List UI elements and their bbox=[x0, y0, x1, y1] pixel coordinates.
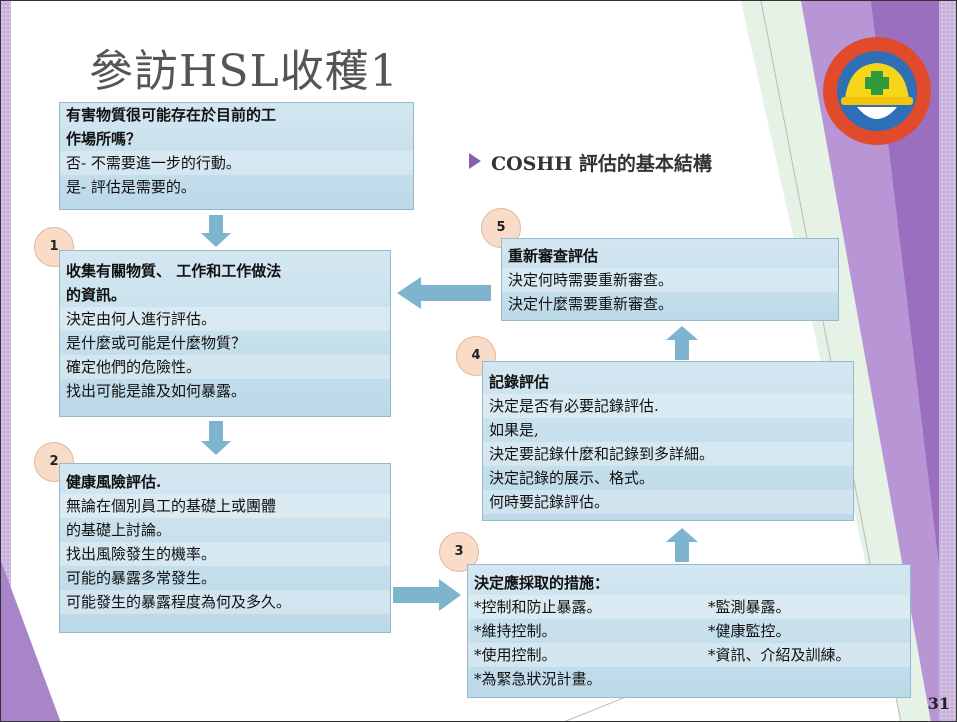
step3-row: *控制和防止暴露。 *監測暴露。 bbox=[468, 595, 910, 619]
step5-line: 決定何時需要重新審查。 bbox=[502, 268, 838, 292]
step3-item: *為緊急狀況計畫。 bbox=[474, 670, 602, 688]
step4-line: 決定是否有必要記錄評估. bbox=[483, 394, 853, 418]
step4-line: 記錄評估 bbox=[489, 373, 550, 391]
step2-line: 無論在個別員工的基礎上或團體 bbox=[60, 494, 390, 518]
step3-heading: 決定應採取的措施： bbox=[474, 574, 610, 592]
down-arrow-icon bbox=[201, 421, 231, 455]
left-arrow-icon bbox=[397, 277, 491, 309]
diagram-subtitle: COSHH 評估的基本結構 bbox=[491, 153, 712, 175]
page-number: 31 bbox=[927, 694, 950, 713]
step4-line: 決定記錄的展示、格式。 bbox=[489, 469, 655, 487]
step1-line: 確定他們的危險性。 bbox=[60, 355, 390, 379]
step2-line: 可能發生的暴露程度為何及多久。 bbox=[60, 590, 390, 614]
intro-line: 有害物質很可能存在於目前的工 bbox=[66, 106, 277, 124]
step4-line: 何時要記錄評估。 bbox=[483, 490, 853, 514]
up-arrow-icon bbox=[666, 528, 698, 562]
step3-box: 決定應採取的措施： *控制和防止暴露。 *監測暴露。 *維持控制。 *健康監控。… bbox=[467, 564, 911, 698]
step3-item: *控制和防止暴露。 bbox=[474, 598, 602, 616]
step3-row: *為緊急狀況計畫。 bbox=[468, 667, 910, 691]
step-number-badge: 1 bbox=[34, 227, 74, 267]
step2-line: 健康風險評估. bbox=[66, 473, 162, 491]
step2-line: 的基礎上討論。 bbox=[66, 521, 172, 539]
down-arrow-icon bbox=[201, 215, 231, 247]
step1-line: 收集有關物質、 工作和工作做法 bbox=[66, 262, 282, 280]
slide-title: 參訪HSL收穫1 bbox=[89, 46, 399, 97]
step2-line: 可能的暴露多常發生。 bbox=[66, 569, 217, 587]
bullet-triangle-icon bbox=[469, 153, 481, 169]
up-arrow-icon bbox=[666, 326, 698, 360]
step1-box: 收集有關物質、 工作和工作做法 的資訊。 決定由何人進行評估。 是什麼或可能是什… bbox=[59, 250, 391, 417]
step5-line: 決定什麼需要重新審查。 bbox=[508, 295, 674, 313]
step1-line: 決定由何人進行評估。 bbox=[60, 307, 390, 331]
step1-line: 是什麼或可能是什麼物質？ bbox=[66, 334, 247, 352]
step3-item: *使用控制。 bbox=[474, 646, 557, 664]
intro-line: 是- 評估是需要的。 bbox=[66, 178, 196, 196]
step2-box: 健康風險評估. 無論在個別員工的基礎上或團體 的基礎上討論。 找出風險發生的機率… bbox=[59, 463, 391, 633]
step5-box: 重新審查評估 決定何時需要重新審查。 決定什麼需要重新審查。 bbox=[501, 238, 839, 321]
step3-row: *維持控制。 *健康監控。 bbox=[468, 619, 910, 643]
intro-line: 否- 不需要進一步的行動。 bbox=[60, 151, 413, 175]
step1-line: 找出可能是誰及如何暴露。 bbox=[66, 382, 247, 400]
labor-inspection-logo bbox=[823, 37, 931, 145]
step3-item: *健康監控。 bbox=[708, 622, 791, 640]
step1-line: 的資訊。 bbox=[66, 286, 127, 304]
intro-line: 作場所嗎？ bbox=[66, 130, 142, 148]
right-arrow-icon bbox=[393, 579, 461, 611]
step3-item: *資訊、介紹及訓練。 bbox=[708, 646, 851, 664]
step3-item: *監測暴露。 bbox=[708, 598, 791, 616]
step4-line: 如果是, bbox=[489, 421, 539, 439]
step2-line: 找出風險發生的機率。 bbox=[60, 542, 390, 566]
step3-item: *維持控制。 bbox=[474, 622, 557, 640]
intro-question-box: 有害物質很可能存在於目前的工 作場所嗎？ 否- 不需要進一步的行動。 是- 評估… bbox=[59, 102, 414, 210]
step4-line: 決定要記錄什麼和記錄到多詳細。 bbox=[483, 442, 853, 466]
step5-line: 重新審查評估 bbox=[508, 247, 599, 265]
step4-box: 記錄評估 決定是否有必要記錄評估. 如果是, 決定要記錄什麼和記錄到多詳細。 決… bbox=[482, 361, 854, 521]
step3-row: *使用控制。 *資訊、介紹及訓練。 bbox=[468, 643, 910, 667]
